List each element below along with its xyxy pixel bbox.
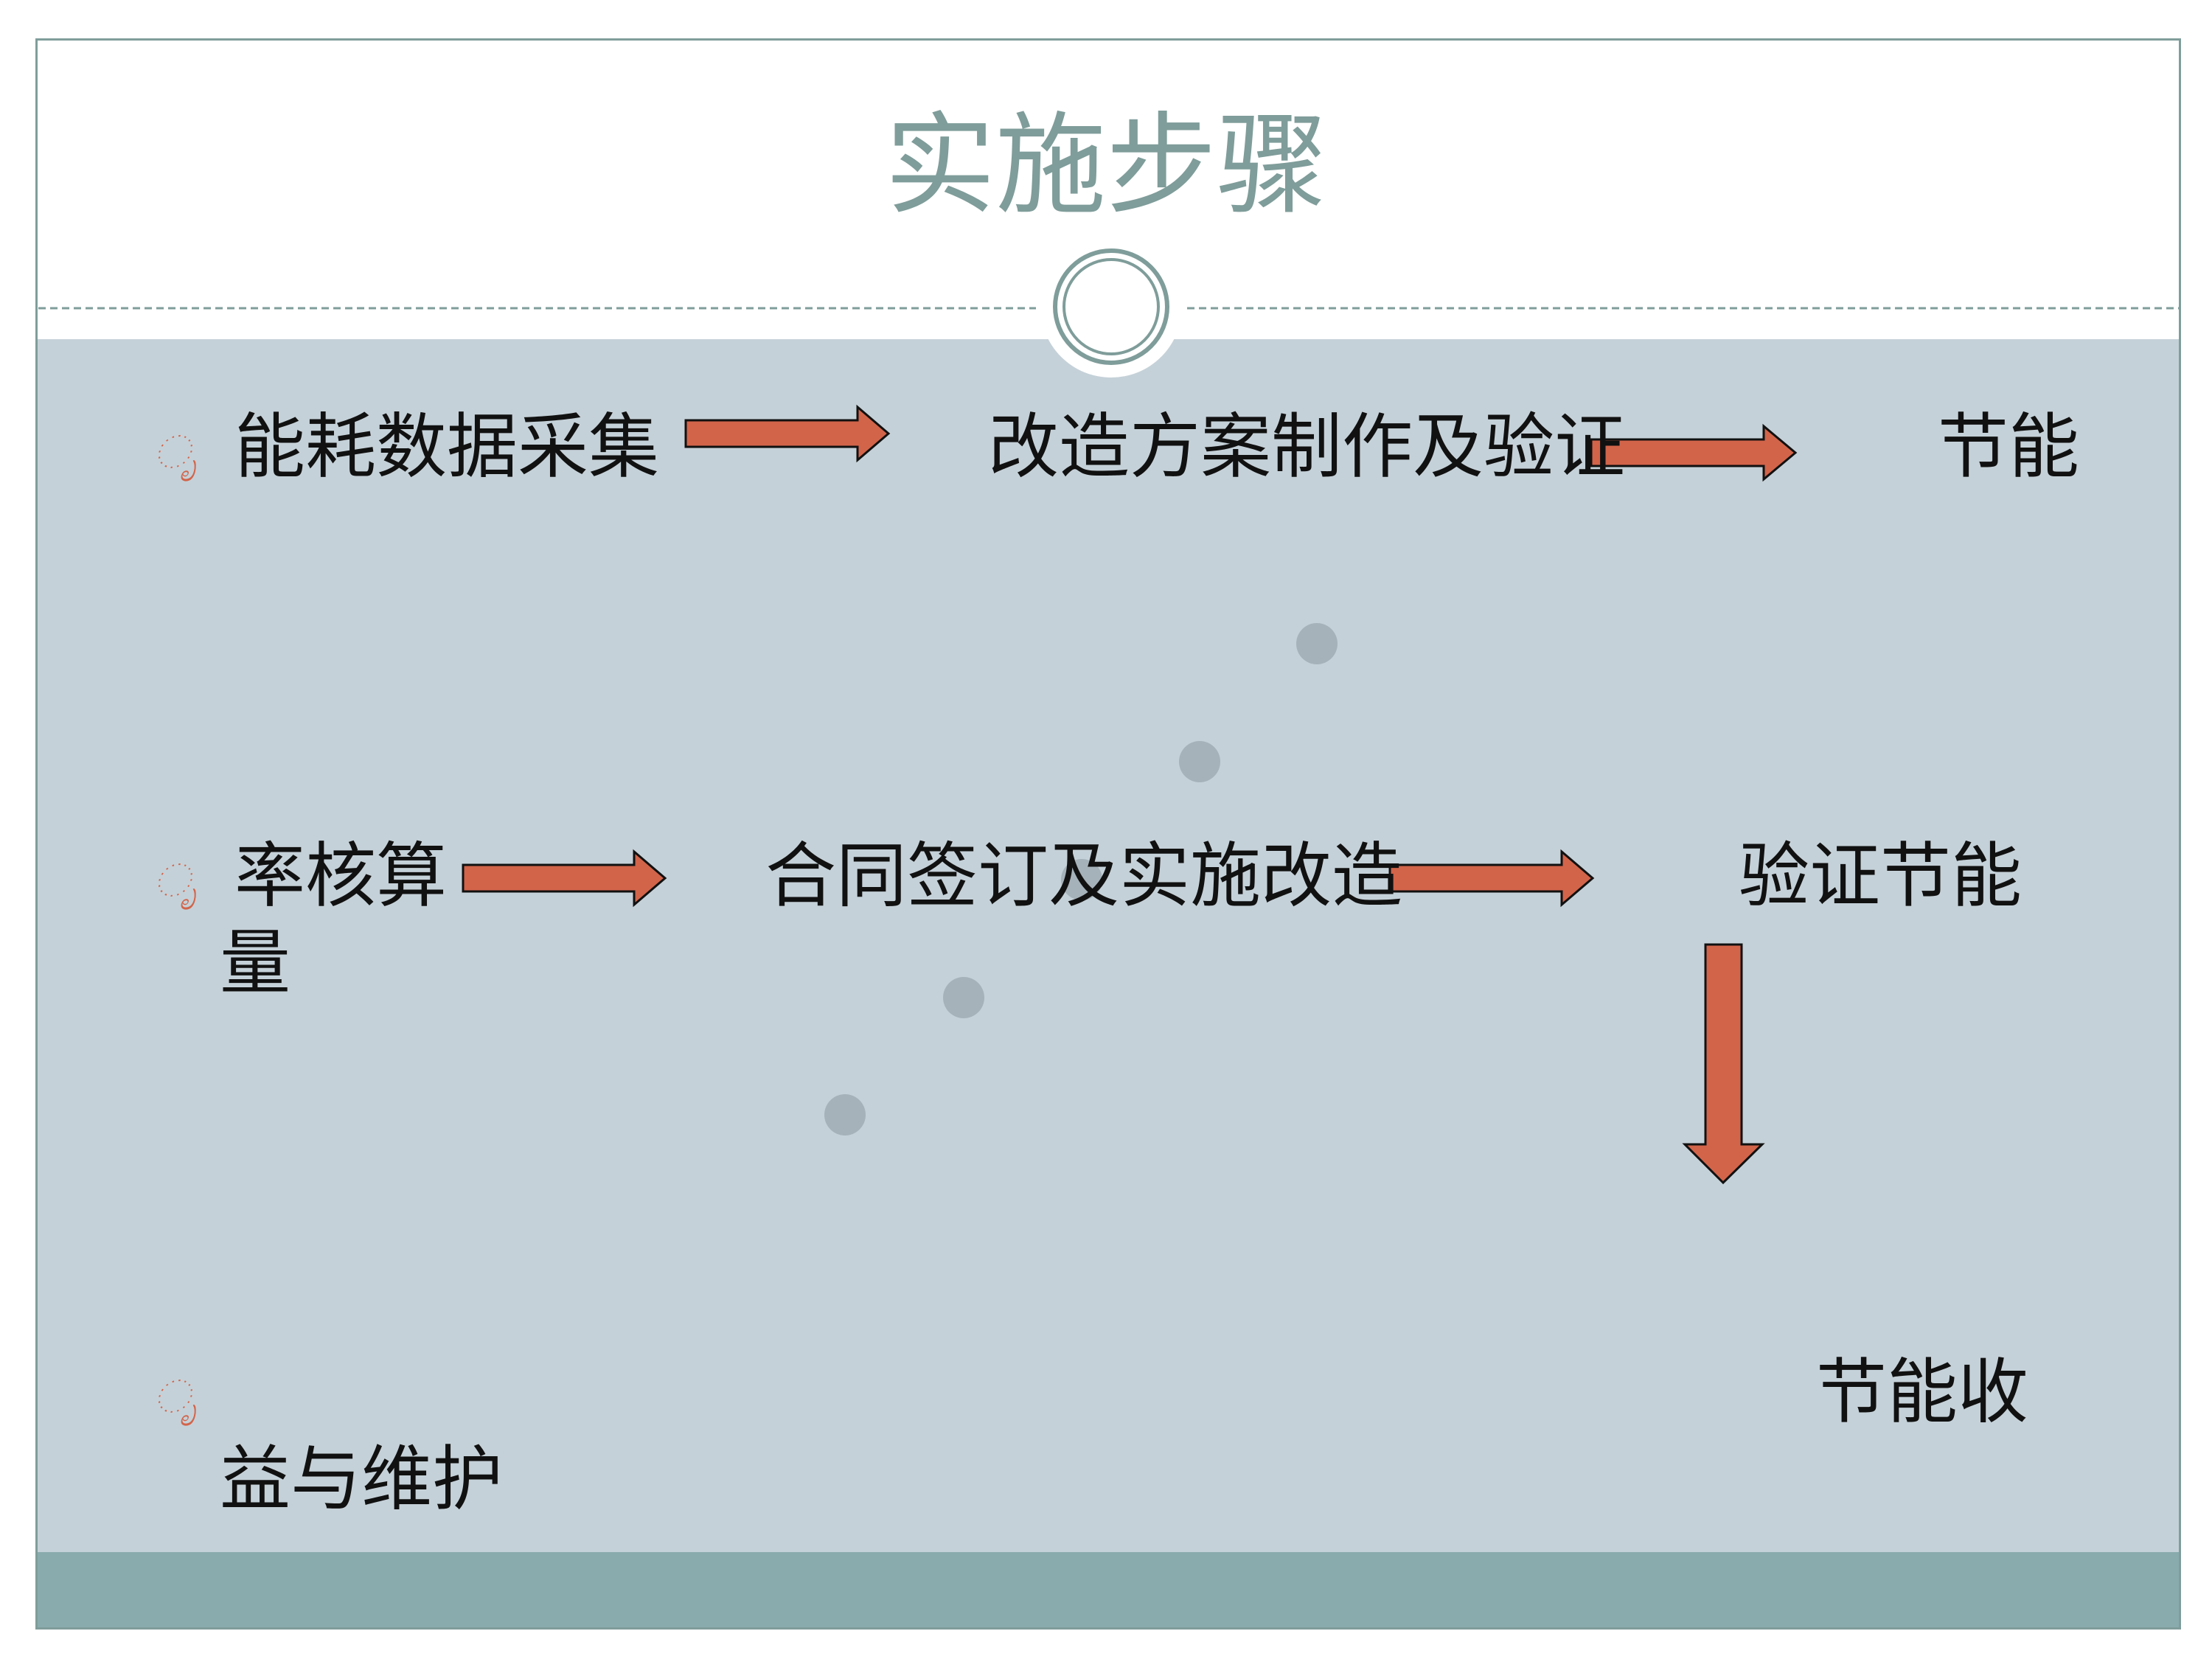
step-rate-accounting-continued: 量 <box>220 922 291 1004</box>
dot <box>943 977 984 1018</box>
dot <box>1179 741 1220 782</box>
ring-icon <box>1040 236 1182 378</box>
bullet-icon: ೃ <box>153 853 198 907</box>
bullet-icon: ೃ <box>153 1369 198 1423</box>
step-energy-data-collection: 能耗数据采集 <box>234 406 659 488</box>
dot <box>1296 623 1338 664</box>
bullet-icon: ೃ <box>153 425 198 479</box>
right-arrow-icon <box>1388 849 1595 908</box>
step-rate-accounting: 率核算 <box>234 835 447 917</box>
dot <box>1061 859 1102 900</box>
step-energy-saving: 节能 <box>1938 406 2079 488</box>
right-arrow-icon <box>684 404 891 463</box>
step-retrofit-plan: 改造方案制作及验证 <box>988 406 1625 488</box>
slide-border <box>35 38 2181 1630</box>
decorative-dots <box>824 623 1338 1135</box>
step-benefit-and-maintenance: 益与维护 <box>220 1438 503 1520</box>
right-arrow-icon <box>1590 423 1798 482</box>
step-contract-and-retrofit: 合同签订及实施改造 <box>765 835 1402 917</box>
step-savings-revenue: 节能收 <box>1816 1351 2028 1433</box>
dot <box>824 1094 866 1135</box>
footer-bar <box>35 1552 2181 1630</box>
content-panel <box>35 339 2181 1552</box>
right-arrow-icon <box>462 849 667 908</box>
down-arrow-icon <box>1682 943 1765 1185</box>
step-verify-savings: 验证节能 <box>1739 835 2022 917</box>
slide-title: 实施步骤 <box>884 102 1327 230</box>
